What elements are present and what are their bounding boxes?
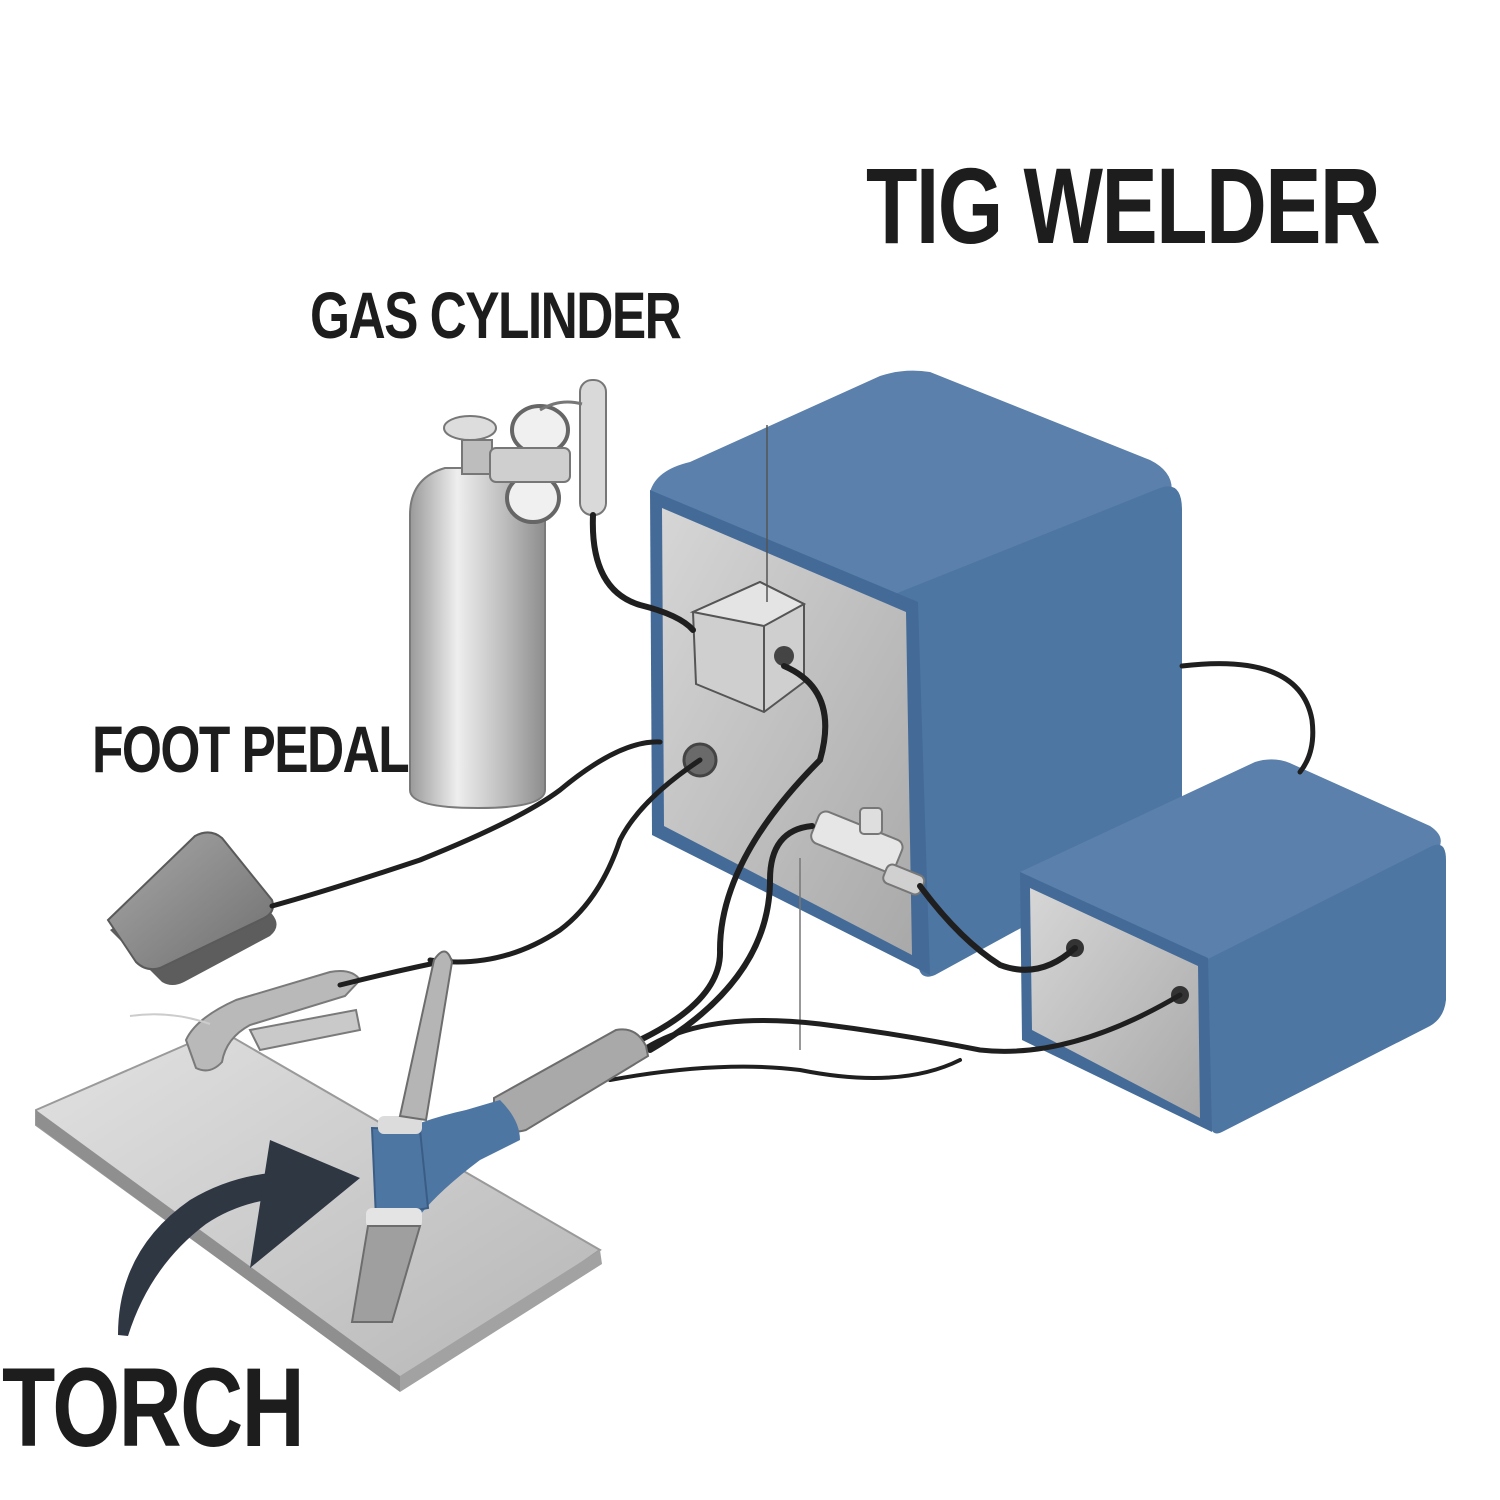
torch-handle [493,1028,650,1133]
torch-pointer-arrow [118,1140,360,1336]
torch-lead-cable [637,992,1183,1055]
torch-collar [378,1116,422,1134]
regulator-gauge-top [510,404,570,456]
cylinder-body [409,467,546,810]
foot-pedal-illustration [106,831,277,985]
ground-clamp [129,970,362,1072]
lower-cable [608,1058,962,1082]
unit-top-face [1020,759,1441,962]
gas-hose [589,512,696,633]
torch-head [370,1126,430,1220]
torch-label: TORCH [2,1345,305,1470]
arrow-head [250,1140,360,1268]
secondary-unit [1020,759,1446,1134]
foot-pedal-label: FOOT PEDAL [92,712,410,786]
torch-connector [810,807,926,896]
unit-loop-cable [1179,661,1316,775]
torch-power-cable [647,823,815,1053]
gas-cylinder-illustration [409,379,607,810]
torch-illustration [350,950,650,1323]
pedal-port-cable [427,757,703,965]
gas-port [774,646,794,666]
cables [269,512,1316,1082]
gas-cylinder-label: GAS CYLINDER [310,278,682,352]
unit-side-face [1206,844,1446,1134]
torch-nozzle [350,1225,422,1323]
cylinder-neck [461,439,493,475]
pedal-cable [269,739,663,909]
tig-welder-label: TIG WELDER [866,145,1381,266]
cylinder-valve-cap [443,415,497,441]
pedal-top [106,831,274,971]
torch-back-cap [398,950,454,1122]
gas-out-hose [637,663,829,1043]
flowmeter [579,379,607,516]
connector-to-unit-cable [917,883,1078,973]
